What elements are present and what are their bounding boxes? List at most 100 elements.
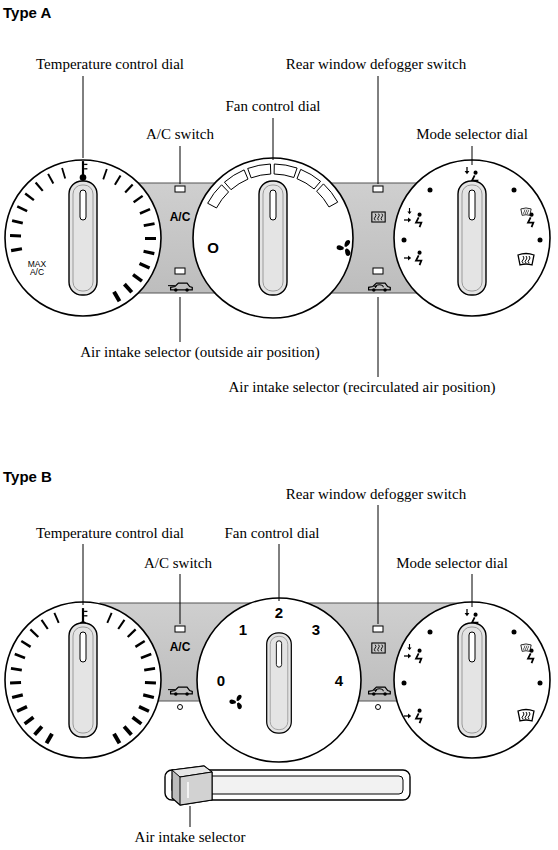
section-heading: Type A [3,4,51,21]
dial-number: 4 [335,672,343,689]
dial-tick [115,175,121,184]
dial-knob [259,181,287,295]
fan-symbol [229,695,241,709]
recirculated-air-symbol [369,283,391,292]
callout-label: Rear window defogger switch [286,56,466,73]
dial-knob [267,633,292,733]
dial-tick [140,263,150,268]
callout-label: Mode selector dial [416,126,528,143]
callout-label: Rear window defogger switch [286,486,466,503]
dial-tick [48,174,53,184]
type-a-panel [5,158,550,318]
air-intake-slider [165,766,410,805]
dial-tick [21,641,30,647]
dial-tick [124,284,131,292]
dial-tick [143,695,154,698]
dial-tick [10,234,21,237]
dial-knob [69,623,97,737]
dial-tick [25,193,34,200]
dial-tick [17,707,27,712]
fan-dial [193,158,353,318]
dial-tick [15,654,25,658]
fan-symbol [337,240,351,256]
fan-speed-segment [317,184,338,207]
dial-knob [458,623,486,737]
outside-air-symbol [168,283,192,292]
dial-tick [114,292,120,302]
dial-tick [47,734,53,744]
type-b-panel [5,598,550,762]
dial-number: 2 [275,604,283,621]
dial-tick [54,613,58,623]
fan-speed-segment [274,164,297,177]
dial-tick [30,629,38,637]
recirculated-air-symbol [369,687,391,696]
dial-tick [145,681,156,684]
dial-tick [140,209,150,213]
rear-defog-symbol [372,643,385,653]
fan-speed-segment [208,185,229,208]
dial-tick [17,206,27,211]
fan-speed-segment [248,164,271,178]
temperature-dial [5,602,161,758]
dial-tick [12,221,23,224]
dial-tick [124,726,131,734]
dial-tick [114,734,120,744]
dial-tick [35,726,42,734]
fan-speed-segment [224,170,248,190]
dial-tick [128,629,136,637]
thermometer-symbol [80,161,88,181]
callout-label: Temperature control dial [36,525,184,542]
button-label: A/C [170,211,191,225]
callout-label: Air intake selector [135,829,246,846]
dial-tick [145,237,156,240]
fan-dial [197,598,361,762]
mode-dial [394,160,550,316]
indicator-led [373,626,383,632]
callout-label: Air intake selector (outside air positio… [80,344,320,361]
dial-tick [139,707,149,712]
dial-tick [62,168,65,179]
indicator-led [175,626,185,632]
outside-air-symbol [168,687,192,696]
dial-number: 1 [239,621,247,638]
mode-dial [394,602,550,758]
dial-tick [133,717,142,724]
dial-tick [134,196,143,202]
dial-tick [103,169,107,179]
button-label: A/C [170,641,191,655]
dial-tick [11,249,22,251]
temperature-dial [5,160,161,316]
callout-label: Mode selector dial [396,555,508,572]
dial-tick [12,695,23,698]
dial-tick [144,224,155,226]
dial-tick [144,668,155,670]
dial-tick [10,681,21,684]
callout-label: A/C switch [146,126,214,143]
dial-tick [42,620,48,629]
dial-tick [133,275,142,281]
dial-tick [135,641,144,647]
dial-knob [458,181,486,295]
dial-tick [118,620,124,629]
section-heading: Type B [3,468,52,485]
indicator-led [373,268,383,274]
fan-speed-segment [297,169,321,189]
dial-tick [11,668,22,670]
dial-knob [69,181,97,295]
indicator-led [373,186,383,192]
dial-number: 0 [217,672,225,689]
dial-tick [25,717,34,724]
dial-tick [125,184,132,192]
leader-lines [83,505,472,827]
rear-defog-symbol [372,212,385,222]
indicator-led [175,268,185,274]
callout-label: Fan control dial [226,98,321,115]
dial-marking: O [207,239,219,256]
indicator-led [175,186,185,192]
callout-label: Air intake selector (recirculated air po… [229,379,496,396]
dial-tick [141,654,151,658]
dial-number: 3 [312,621,320,638]
dial-tick [144,251,155,253]
callout-label: A/C switch [144,555,212,572]
